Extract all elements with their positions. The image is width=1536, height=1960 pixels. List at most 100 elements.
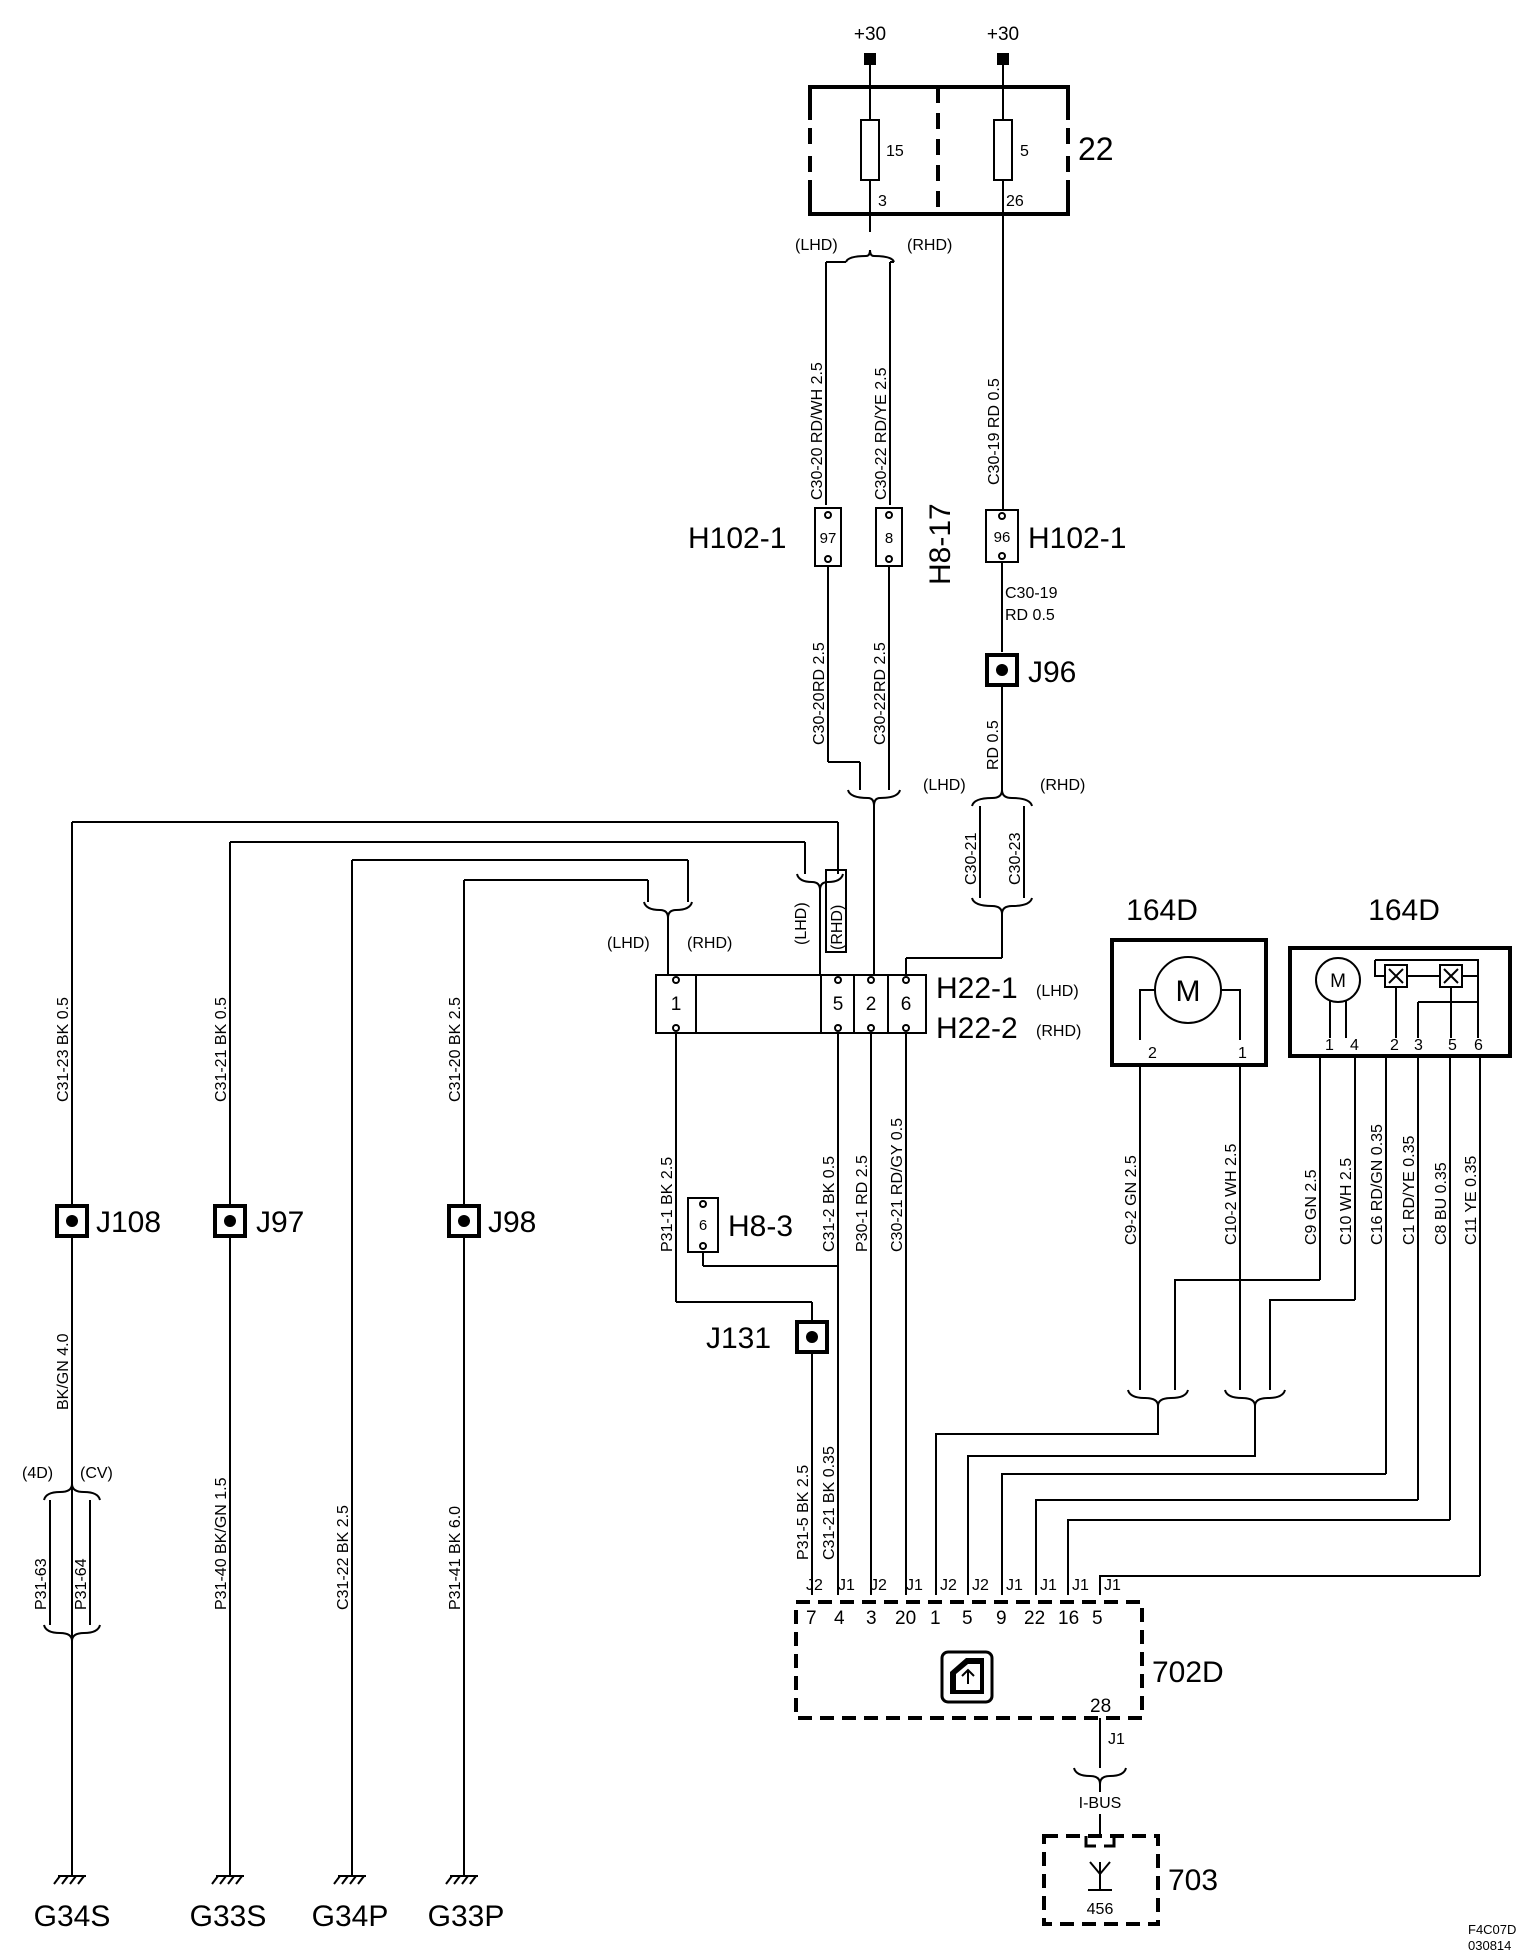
motor-left-pin-2: 2	[1148, 1045, 1157, 1062]
wire-c30-23: C30-23	[1007, 832, 1024, 885]
wire-c31-21: C31-21 BK 0.5	[213, 997, 230, 1102]
702d-conn-4: J1	[906, 1577, 923, 1594]
h22-pin-6: 6	[901, 994, 912, 1015]
motor-left-pin-1: 1	[1238, 1045, 1247, 1062]
wire-p31-41: P31-41 BK 6.0	[447, 1506, 464, 1610]
wire-p31-63: P31-63	[33, 1558, 50, 1610]
wire-c9: C9 GN 2.5	[1303, 1169, 1320, 1245]
splice-j97	[213, 1204, 247, 1238]
wire-c30-19-line2: RD 0.5	[1005, 607, 1055, 624]
splice-j98-label: J98	[488, 1206, 536, 1239]
motor-right-pin-2: 2	[1390, 1037, 1399, 1054]
motor-right-pin-4: 4	[1350, 1037, 1359, 1054]
wire-rd-05: RD 0.5	[985, 720, 1002, 770]
antenna-icon	[1088, 1861, 1112, 1891]
wire-c31-23: C31-23 BK 0.5	[55, 997, 72, 1102]
fuse-box-22	[807, 85, 1071, 216]
wire-p31-40: P31-40 BK/GN 1.5	[213, 1477, 230, 1610]
wire-c30-21: C30-21	[963, 832, 980, 885]
motor-left-id: 164D	[1126, 894, 1198, 927]
h22-1-note: (LHD)	[1036, 983, 1079, 1000]
h102-1-left-label: H102-1	[688, 522, 786, 555]
702d-pin-4: 4	[834, 1608, 845, 1629]
h8-17-label: H8-17	[924, 503, 957, 585]
splice-j98	[447, 1204, 481, 1238]
motor-right-icon	[1315, 957, 1361, 1003]
h22-pin-5: 5	[833, 994, 844, 1015]
rhd-label-j96: (RHD)	[1040, 777, 1085, 794]
motor-left-symbol: M	[1176, 975, 1201, 1008]
motor-right-pin-6: 6	[1474, 1037, 1483, 1054]
wire-c16: C16 RD/GN 0.35	[1369, 1124, 1386, 1245]
rhd-label-pin1: (RHD)	[687, 935, 732, 952]
wire-c30-20: C30-20	[811, 692, 828, 745]
wire-c10-2: C10-2 WH 2.5	[1223, 1144, 1240, 1245]
702d-bus-pin: 28	[1090, 1696, 1111, 1717]
702d-conn-2: J1	[838, 1577, 855, 1594]
motor-right-id: 164D	[1368, 894, 1440, 927]
body-4d-label: (4D)	[22, 1465, 53, 1482]
motor-right-symbol: M	[1330, 971, 1346, 992]
wire-c30-21-rdgy: C30-21 RD/GY 0.5	[889, 1118, 906, 1252]
702d-pin-20: 20	[895, 1608, 916, 1629]
702d-conn-3: J2	[870, 1577, 887, 1594]
pin-97-label: 97	[820, 530, 837, 547]
702d-pin-7: 7	[806, 1608, 817, 1629]
wire-c11: C11 YE 0.35	[1463, 1156, 1480, 1245]
pin-8-label: 8	[885, 530, 893, 547]
702d-pin-22: 22	[1024, 1608, 1045, 1629]
h22-1-label: H22-1	[936, 972, 1018, 1005]
702d-pin-1: 1	[930, 1608, 941, 1629]
motor-right-pin-5: 5	[1448, 1037, 1457, 1054]
lhd-label-pin1: (LHD)	[607, 935, 650, 952]
702d-pin-5b: 5	[1092, 1608, 1103, 1629]
fuse-15-label: 15	[886, 143, 904, 160]
702d-pin-5a: 5	[962, 1608, 973, 1629]
supply-terminal-left	[864, 53, 876, 65]
ground-symbols	[53, 1875, 478, 1885]
ground-g33s: G33S	[190, 1900, 267, 1933]
702d-conn-10: J1	[1104, 1577, 1121, 1594]
splice-j97-label: J97	[256, 1206, 304, 1239]
module-703-pin: 456	[1087, 1901, 1114, 1918]
connector-h22	[655, 974, 927, 1034]
702d-pin-9: 9	[996, 1608, 1007, 1629]
splice-j108	[55, 1204, 89, 1238]
lhd-label-pin5: (LHD)	[793, 902, 810, 945]
h22-pin-1: 1	[671, 994, 682, 1015]
rhd-label-top: (RHD)	[907, 237, 952, 254]
wire-p30-1: P30-1 RD 2.5	[854, 1155, 871, 1252]
doc-code-line2: 030814	[1468, 1938, 1511, 1953]
ground-g34s: G34S	[34, 1900, 111, 1933]
supply-terminal-right	[997, 53, 1009, 65]
702d-pin-16: 16	[1058, 1608, 1079, 1629]
fuse-box-id: 22	[1078, 131, 1114, 167]
702d-conn-8: J1	[1040, 1577, 1057, 1594]
wire-c30-22: C30-22	[872, 692, 889, 745]
fuse-5-label: 5	[1020, 143, 1029, 160]
supply-label-left: +30	[854, 24, 886, 45]
wire-c30-20-rdwh: C30-20 RD/WH 2.5	[809, 362, 826, 500]
wire-p31-5: P31-5 BK 2.5	[795, 1465, 812, 1560]
ground-g34p: G34P	[312, 1900, 389, 1933]
splice-j131-label: J131	[706, 1322, 771, 1355]
rhd-label-pin5: (RHD)	[829, 905, 846, 950]
wire-c31-22: C31-22 BK 2.5	[335, 1505, 352, 1610]
702d-bus-conn: J1	[1108, 1731, 1125, 1748]
h8-3-label: H8-3	[728, 1210, 793, 1243]
702d-pin-3: 3	[866, 1608, 877, 1629]
wire-c31-21-035: C31-21 BK 0.35	[821, 1446, 838, 1560]
doc-code-line1: F4C07D	[1468, 1922, 1516, 1937]
fuse-15-out-pin: 3	[878, 193, 887, 210]
702d-conn-7: J1	[1006, 1577, 1023, 1594]
wire-c31-2: C31-2 BK 0.5	[821, 1156, 838, 1252]
motor-right-pin-3: 3	[1414, 1037, 1423, 1054]
splice-j96-label: J96	[1028, 656, 1076, 689]
wire-c8: C8 BU 0.35	[1433, 1162, 1450, 1245]
supply-label-right: +30	[987, 24, 1019, 45]
fuse-5-out-pin: 26	[1006, 193, 1024, 210]
702d-conn-6: J2	[972, 1577, 989, 1594]
motor-right-pin-1: 1	[1325, 1037, 1334, 1054]
h8-3-pin: 6	[699, 1217, 707, 1234]
